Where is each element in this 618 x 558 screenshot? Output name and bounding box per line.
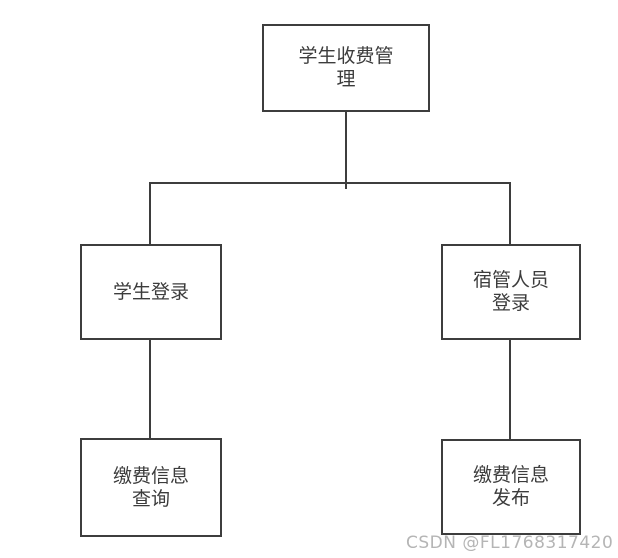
node-payment-info-query: 缴费信息 查询: [80, 438, 222, 537]
connector-branch-horizontal: [149, 182, 511, 184]
connector-branch-to-dorm-login: [509, 182, 511, 244]
node-dorm-staff-login: 宿管人员 登录: [441, 244, 581, 340]
connector-dorm-login-to-publish: [509, 340, 511, 439]
connector-root-to-branch: [345, 112, 347, 189]
node-payment-info-publish: 缴费信息 发布: [441, 439, 581, 535]
csdn-watermark: CSDN @FL1768317420: [406, 533, 614, 553]
node-student-login: 学生登录: [80, 244, 222, 340]
connector-branch-to-student-login: [149, 182, 151, 244]
node-student-fee-management: 学生收费管 理: [262, 24, 430, 112]
connector-student-login-to-query: [149, 340, 151, 438]
